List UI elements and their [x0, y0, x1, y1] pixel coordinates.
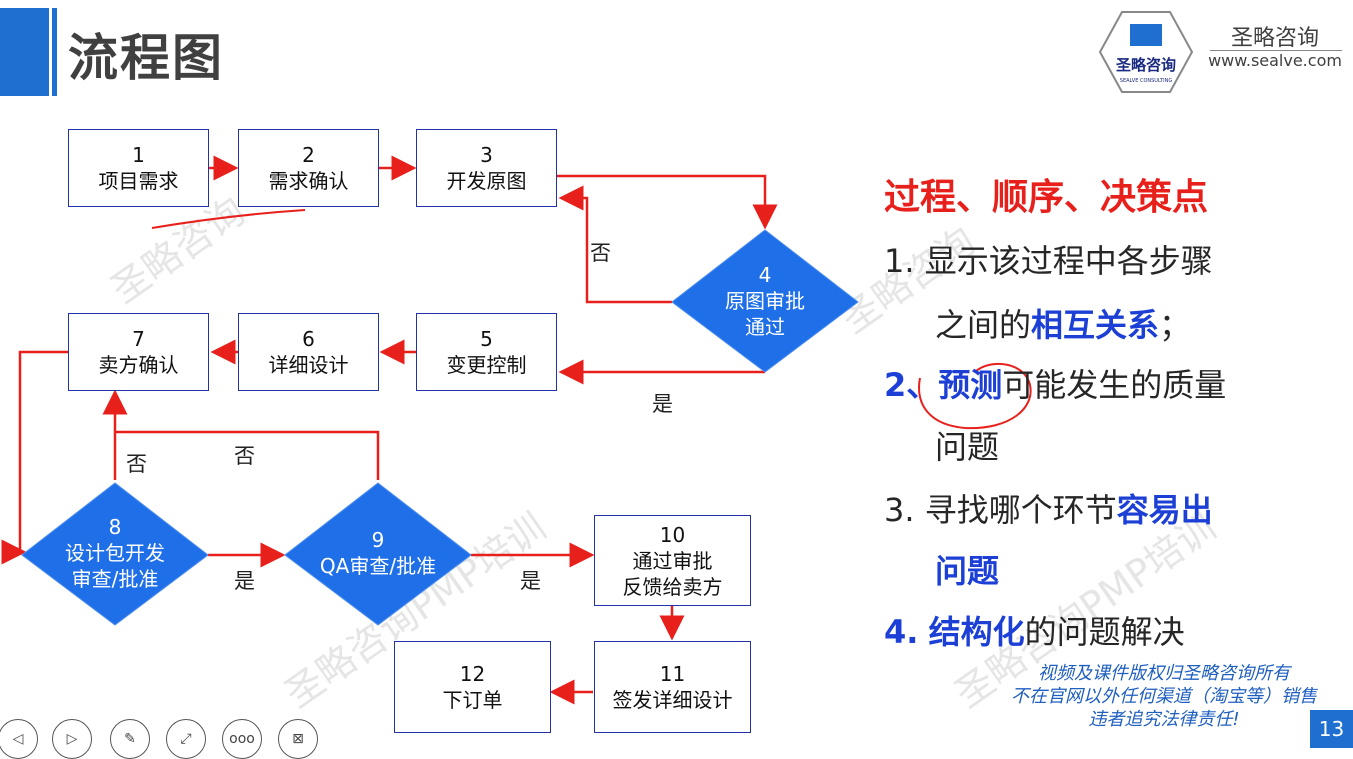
label-no-4: 否	[590, 241, 611, 265]
box-label: 签发详细设计	[612, 688, 733, 712]
point-3-number: 3.	[884, 491, 915, 529]
box-label: 开发原图	[446, 169, 527, 193]
next-slide-icon[interactable]: ▷	[52, 719, 92, 759]
point-2-cont: 问题	[935, 422, 999, 468]
box-label: 需求确认	[268, 169, 349, 193]
decision-number: 9	[371, 528, 385, 552]
point-4: 4. 结构化的问题解决	[884, 607, 1185, 653]
process-box-5: 5 变更控制	[416, 313, 557, 391]
point-1: 1. 显示该过程中各步骤	[884, 236, 1213, 282]
point-3-text: 寻找哪个环节	[924, 491, 1117, 529]
copyright-line3: 违者追究法律责任!	[1088, 709, 1240, 730]
decision-text-8: 8 设计包开发 审查/批准	[45, 514, 185, 592]
point-2-text-b: 问题	[935, 428, 1000, 466]
brand-url: www.sealve.com	[1208, 51, 1342, 70]
point-4-number: 4.	[884, 613, 919, 651]
decision-line2: 审查/批准	[71, 567, 159, 591]
box-number: 5	[480, 327, 493, 351]
point-2-number: 2、	[884, 366, 939, 404]
box-label: 项目需求	[98, 169, 179, 193]
point-2-highlight: 预测	[938, 366, 1003, 404]
decision-diamond-9	[284, 482, 472, 626]
pen-icon[interactable]: ✎	[110, 719, 150, 759]
decision-line1: 设计包开发	[65, 541, 165, 565]
process-box-11: 11 签发详细设计	[594, 641, 751, 733]
process-box-6: 6 详细设计	[238, 313, 379, 391]
box-label-line2: 反馈给卖方	[622, 574, 723, 599]
point-1-text: 显示该过程中各步骤	[924, 242, 1213, 280]
arrow-3-4	[557, 174, 778, 230]
point-3-highlight: 容易出	[1116, 491, 1213, 529]
decision-number: 4	[758, 263, 772, 287]
decision-text-4: 4 原图审批 通过	[705, 262, 825, 340]
point-3: 3. 寻找哪个环节容易出	[884, 485, 1213, 531]
brand-divider	[1210, 50, 1342, 51]
process-box-2: 2 需求确认	[238, 129, 379, 207]
point-3-highlight-b: 问题	[935, 552, 1000, 590]
box-label: 变更控制	[446, 353, 527, 377]
process-box-3: 3 开发原图	[416, 129, 557, 207]
process-box-7: 7 卖方确认	[68, 313, 209, 391]
logo-text: 圣略咨询	[1115, 56, 1176, 74]
point-1-highlight: 相互关系	[1031, 306, 1160, 344]
label-no-9: 否	[234, 444, 255, 468]
more-options-icon[interactable]: ooo	[222, 719, 262, 759]
logo-sub: SEALVE CONSULTING	[1120, 78, 1173, 84]
copyright-notice: 视频及课件版权归圣略咨询所有 不在官网以外任何渠道（淘宝等）销售 违者追究法律责…	[985, 662, 1343, 731]
right-title: 过程、顺序、决策点	[884, 177, 1209, 218]
point-4-text: 的问题解决	[1024, 613, 1185, 651]
brand-logo: 圣略咨询 SEALVE CONSULTING	[1098, 11, 1194, 93]
pointer-icon[interactable]: ⤢	[166, 719, 206, 759]
title-accent-bar-thin	[52, 8, 57, 96]
box-number: 12	[459, 662, 486, 686]
copyright-line1: 视频及课件版权归圣略咨询所有	[1038, 663, 1290, 684]
arrow-4-3-no	[558, 185, 672, 304]
arrow-9-7-no	[115, 430, 380, 480]
box-number: 10	[659, 522, 686, 547]
arrow-7-8	[1, 350, 68, 565]
decision-diamond-8	[21, 482, 209, 626]
decision-line1: QA审查/批准	[319, 554, 437, 578]
box-number: 3	[480, 143, 493, 167]
box-number: 1	[132, 143, 145, 167]
label-yes-9: 是	[520, 569, 541, 593]
box-number: 11	[659, 662, 686, 686]
decision-line1: 原图审批	[725, 289, 805, 313]
process-box-12: 12 下订单	[394, 641, 551, 733]
box-number: 2	[302, 143, 315, 167]
title-accent-bar	[0, 8, 49, 96]
circle-annotation	[918, 363, 1032, 430]
box-label-line1: 通过审批	[632, 548, 713, 573]
point-1-text-b: 之间的	[935, 306, 1032, 344]
box-number: 7	[132, 327, 145, 351]
box-label: 卖方确认	[98, 353, 179, 377]
copyright-line2: 不在官网以外任何渠道（淘宝等）销售	[1011, 686, 1317, 707]
underline-annotation	[151, 209, 306, 229]
decision-number: 8	[108, 515, 122, 539]
box-label: 详细设计	[268, 353, 349, 377]
process-box-10: 10 通过审批 反馈给卖方	[594, 515, 751, 606]
point-4-highlight: 结构化	[928, 613, 1025, 651]
point-1-cont: 之间的相互关系；	[935, 300, 1191, 346]
prev-slide-icon[interactable]: ◁	[0, 719, 38, 759]
label-no-8: 否	[126, 452, 147, 476]
box-label: 下订单	[442, 688, 503, 712]
label-yes-4: 是	[652, 392, 673, 416]
decision-text-9: 9 QA审查/批准	[298, 527, 458, 579]
point-2: 2、预测可能发生的质量	[884, 360, 1226, 406]
page-title: 流程图	[68, 29, 224, 87]
brand-name: 圣略咨询	[1230, 26, 1319, 51]
zoom-icon[interactable]: ⊠	[278, 719, 318, 759]
decision-line2: 通过	[745, 315, 785, 339]
process-box-1: 1 项目需求	[68, 129, 209, 207]
point-2-text: 可能发生的质量	[1002, 366, 1227, 404]
point-1-number: 1.	[884, 242, 915, 280]
page-number: 13	[1310, 710, 1353, 748]
label-yes-8: 是	[234, 569, 255, 593]
point-3-cont: 问题	[935, 546, 999, 592]
point-1-end: ；	[1159, 306, 1192, 344]
box-number: 6	[302, 327, 315, 351]
decision-diamond-4	[671, 229, 859, 373]
